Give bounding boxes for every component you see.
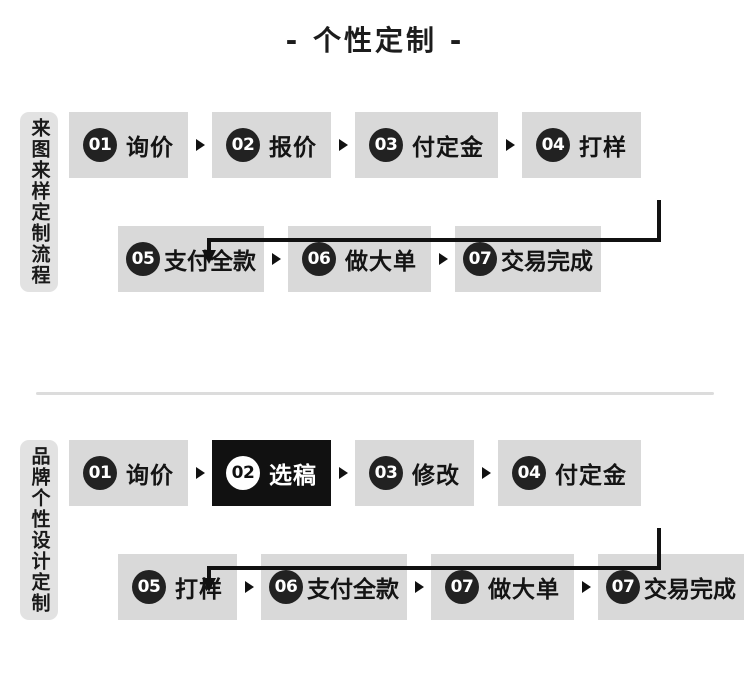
step-box-06-做大单[interactable]: 06 做大单: [288, 226, 431, 292]
caret-right-icon: [481, 467, 491, 479]
step-separator-caret-icon: [431, 253, 455, 265]
caret-right-icon: [438, 253, 448, 265]
step-label: 打样: [579, 135, 627, 161]
caret-right-icon: [338, 467, 348, 479]
step-box-03-付定金[interactable]: 03 付定金: [355, 112, 498, 178]
step-label: 交易完成: [644, 577, 736, 603]
step-number-badge: 05: [132, 570, 166, 604]
step-separator-caret-icon: [264, 253, 288, 265]
step-label: 做大单: [488, 577, 560, 603]
section-1-label-text: 来图来样定制流程: [28, 118, 51, 286]
section-1-row-1: 01 询价 02 报价 03 付定金 04 打样: [69, 112, 750, 178]
caret-right-icon: [195, 139, 205, 151]
step-label: 付定金: [555, 463, 627, 489]
step-box-01-询价[interactable]: 01 询价: [69, 112, 188, 178]
section-2-row-1: 01 询价 02 选稿 03 修改 04 付定金: [69, 440, 750, 506]
step-box-05-打样[interactable]: 05 打样: [118, 554, 237, 620]
step-label: 询价: [126, 135, 174, 161]
step-label: 做大单: [345, 249, 417, 275]
section-2-label-chip: 品牌个性设计定制: [20, 440, 58, 620]
step-number-badge: 06: [269, 570, 303, 604]
step-label: 选稿: [269, 463, 317, 489]
step-box-02-选稿[interactable]: 02 选稿: [212, 440, 331, 506]
step-separator-caret-icon: [188, 139, 212, 151]
step-separator-caret-icon: [237, 581, 261, 593]
step-label: 修改: [412, 463, 460, 489]
step-box-02-报价[interactable]: 02 报价: [212, 112, 331, 178]
step-separator-caret-icon: [331, 467, 355, 479]
step-number-badge: 07: [463, 242, 497, 276]
caret-right-icon: [414, 581, 424, 593]
step-label: 打样: [175, 577, 223, 603]
caret-right-icon: [244, 581, 254, 593]
step-box-04-打样[interactable]: 04 打样: [522, 112, 641, 178]
step-number-badge: 03: [369, 456, 403, 490]
section-1-label-chip: 来图来样定制流程: [20, 112, 58, 292]
step-label: 付定金: [412, 135, 484, 161]
step-box-01-询价[interactable]: 01 询价: [69, 440, 188, 506]
step-label: 报价: [269, 135, 317, 161]
caret-right-icon: [271, 253, 281, 265]
step-number-badge: 02: [226, 128, 260, 162]
step-label: 支付全款: [164, 249, 256, 275]
step-label: 交易完成: [501, 249, 593, 275]
step-number-badge: 05: [126, 242, 160, 276]
step-number-badge: 03: [369, 128, 403, 162]
step-number-badge: 06: [302, 242, 336, 276]
step-box-03-修改[interactable]: 03 修改: [355, 440, 474, 506]
page-title: - 个性定制 -: [285, 24, 465, 57]
step-number-badge: 04: [536, 128, 570, 162]
step-separator-caret-icon: [574, 581, 598, 593]
step-number-badge: 07: [606, 570, 640, 604]
step-separator-caret-icon: [498, 139, 522, 151]
caret-right-icon: [338, 139, 348, 151]
step-separator-caret-icon: [331, 139, 355, 151]
step-number-badge: 04: [512, 456, 546, 490]
section-2-label-text: 品牌个性设计定制: [28, 446, 51, 614]
step-box-07-做大单[interactable]: 07 做大单: [431, 554, 574, 620]
step-number-badge: 01: [83, 128, 117, 162]
step-number-badge: 02: [226, 456, 260, 490]
caret-right-icon: [195, 467, 205, 479]
step-label: 支付全款: [307, 577, 399, 603]
section-divider: [36, 392, 714, 395]
step-box-04-付定金[interactable]: 04 付定金: [498, 440, 641, 506]
step-separator-caret-icon: [407, 581, 431, 593]
step-number-badge: 07: [445, 570, 479, 604]
step-label: 询价: [126, 463, 174, 489]
step-separator-caret-icon: [188, 467, 212, 479]
step-separator-caret-icon: [474, 467, 498, 479]
caret-right-icon: [581, 581, 591, 593]
caret-right-icon: [505, 139, 515, 151]
step-number-badge: 01: [83, 456, 117, 490]
